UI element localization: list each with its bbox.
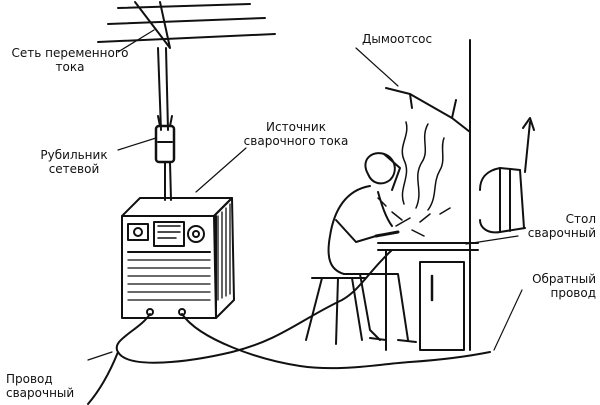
label-return-line2: провод <box>510 286 596 300</box>
label-return-line1: Обратный <box>510 272 596 286</box>
label-source: Источник сварочного тока <box>236 120 356 148</box>
label-switch-line2: сетевой <box>32 162 116 176</box>
label-table-line2: сварочный <box>510 226 596 240</box>
power-pole <box>158 48 168 130</box>
label-table: Стол сварочный <box>510 212 596 240</box>
label-network-line2: тока <box>4 60 136 74</box>
welding-power-source <box>122 198 234 318</box>
label-fume-line1: Дымоотсос <box>362 32 432 46</box>
welding-cable-lower <box>88 352 118 404</box>
label-cable-line1: Провод <box>6 372 74 386</box>
welding-table <box>378 243 478 350</box>
label-network-line1: Сеть переменного <box>4 46 136 60</box>
label-switch-line1: Рубильник <box>32 148 116 162</box>
label-welding-cable: Провод сварочный <box>6 372 74 400</box>
label-network: Сеть переменного тока <box>4 46 136 74</box>
label-return: Обратный провод <box>510 272 596 300</box>
power-lines <box>98 2 275 48</box>
main-switch <box>156 116 174 200</box>
welder-figure <box>329 153 416 342</box>
label-switch: Рубильник сетевой <box>32 148 116 176</box>
label-table-line1: Стол <box>510 212 596 226</box>
welding-cable <box>117 250 392 363</box>
label-cable-line2: сварочный <box>6 386 74 400</box>
label-fume-extractor: Дымоотсос <box>362 32 432 46</box>
label-source-line2: сварочного тока <box>236 134 356 148</box>
label-source-line1: Источник <box>236 120 356 134</box>
